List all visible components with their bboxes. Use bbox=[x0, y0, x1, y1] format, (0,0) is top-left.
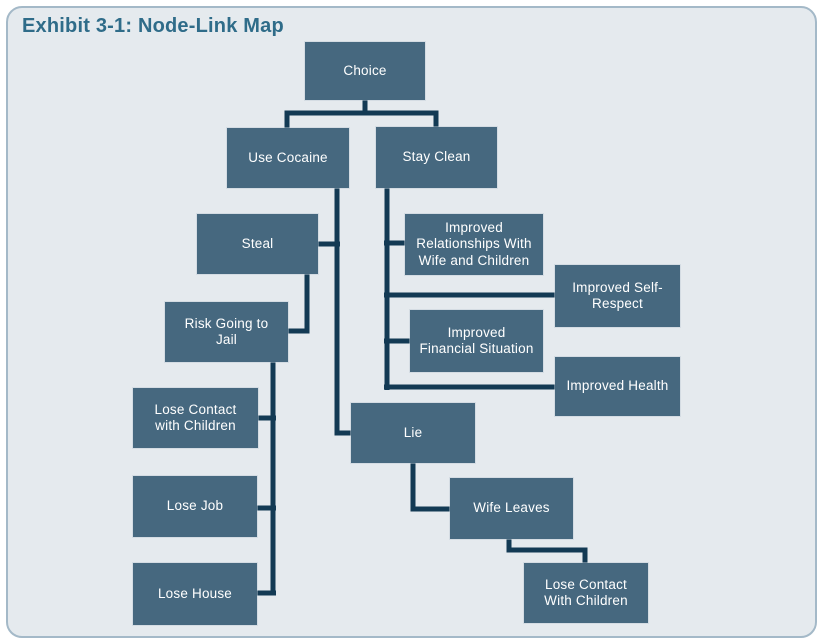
node-lose-contact-right: Lose Contact With Children bbox=[524, 563, 648, 623]
node-label-wife-leaves: Wife Leaves bbox=[473, 500, 550, 516]
node-use-cocaine: Use Cocaine bbox=[227, 128, 349, 188]
node-lose-job: Lose Job bbox=[133, 476, 257, 537]
node-lose-contact-left: Lose Contact with Children bbox=[133, 388, 258, 448]
node-label-improved-health: Improved Health bbox=[566, 378, 669, 394]
exhibit-title: Exhibit 3-1: Node-Link Map bbox=[22, 15, 284, 37]
node-steal: Steal bbox=[197, 214, 318, 274]
node-label-lie: Lie bbox=[403, 424, 423, 440]
node-label-lose-contact-left: Lose Contact with Children bbox=[154, 401, 237, 433]
node-stay-clean: Stay Clean bbox=[376, 127, 497, 188]
node-label-lose-job: Lose Job bbox=[166, 498, 224, 514]
node-choice: Choice bbox=[305, 42, 425, 100]
node-improved-relationships: Improved Relationships With Wife and Chi… bbox=[405, 214, 543, 275]
node-label-risk-going-to-jail: Risk Going to Jail bbox=[184, 315, 269, 347]
node-label-use-cocaine: Use Cocaine bbox=[248, 149, 328, 165]
node-label-improved-financial: Improved Financial Situation bbox=[419, 324, 534, 356]
node-label-steal: Steal bbox=[241, 235, 274, 251]
node-wife-leaves: Wife Leaves bbox=[450, 478, 573, 539]
node-risk-going-to-jail: Risk Going to Jail bbox=[165, 302, 288, 362]
node-label-improved-relationships: Improved Relationships With Wife and Chi… bbox=[416, 219, 532, 268]
node-improved-self-respect: Improved Self- Respect bbox=[555, 265, 680, 327]
node-improved-health: Improved Health bbox=[555, 357, 680, 416]
node-label-lose-contact-right: Lose Contact With Children bbox=[544, 576, 628, 608]
node-label-lose-house: Lose House bbox=[157, 585, 233, 601]
node-label-stay-clean: Stay Clean bbox=[402, 149, 471, 165]
node-lie: Lie bbox=[351, 403, 475, 463]
node-lose-house: Lose House bbox=[133, 563, 257, 625]
node-improved-financial: Improved Financial Situation bbox=[410, 310, 543, 372]
node-label-improved-self-respect: Improved Self- Respect bbox=[572, 279, 663, 311]
node-label-choice: Choice bbox=[343, 62, 387, 78]
